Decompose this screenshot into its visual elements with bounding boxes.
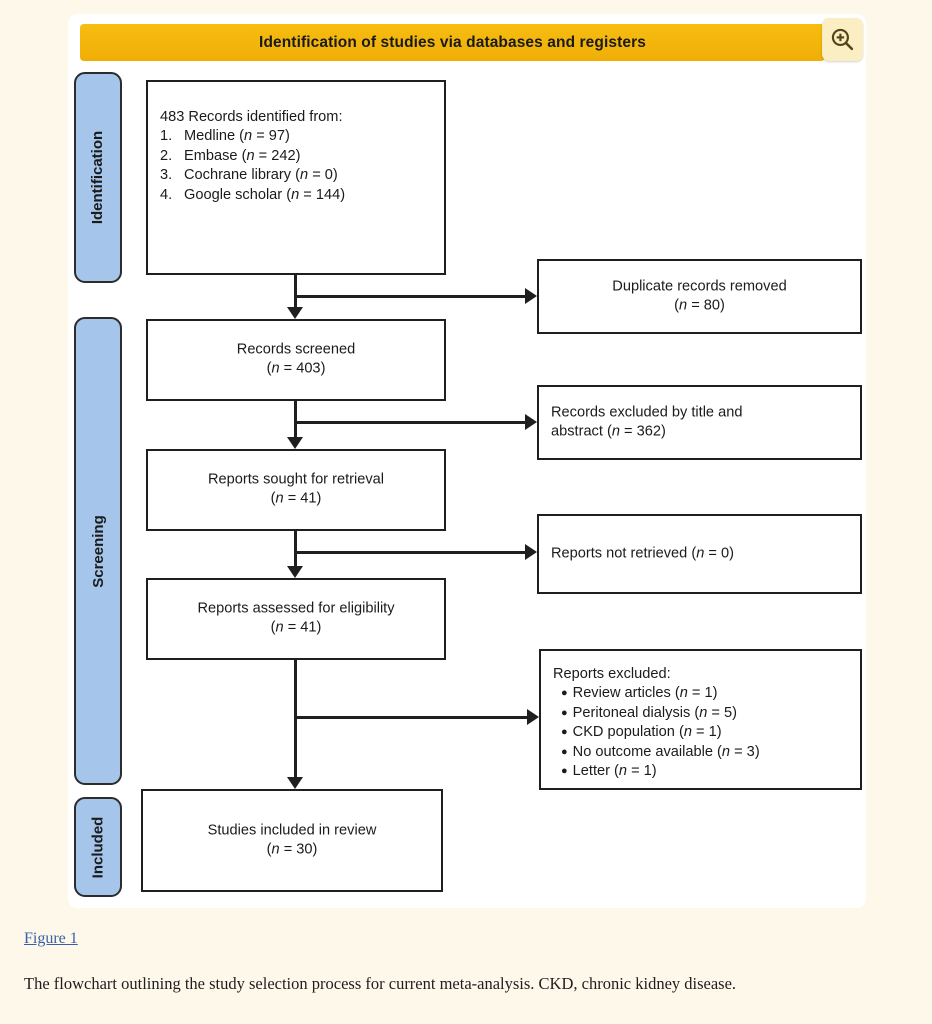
arrowhead-to-not-retrieved (525, 544, 537, 560)
source-entry: Google scholar (n = 144) (184, 186, 346, 203)
reports-excluded-reason-list: Review articles (n = 1) Peritoneal dialy… (553, 684, 850, 781)
connector-assessed-to-reports-excluded (294, 716, 528, 719)
reports-sought-count: (n = 41) (270, 491, 322, 507)
arrowhead-screened-down (287, 437, 303, 449)
connector-screened-to-excluded-ta (294, 421, 526, 424)
excluded-ta-line2: abstract (n = 362) (551, 423, 666, 440)
list-item: No outcome available (n = 3) (553, 743, 850, 762)
not-retrieved-line: Reports not retrieved (n = 0) (551, 545, 734, 562)
figure-link[interactable]: Figure 1 (24, 930, 78, 947)
source-entry: Medline (n = 97) (184, 128, 290, 145)
list-item: 4. Google scholar (n = 144) (160, 186, 434, 205)
box-studies-included: Studies included in review (n = 30) (141, 789, 443, 892)
records-screened-label: Records screened (236, 341, 356, 358)
duplicates-label: Duplicate records removed (612, 278, 787, 295)
reports-excluded-heading: Reports excluded: (553, 666, 671, 682)
stage-label-included: Included (74, 797, 122, 897)
stage-label-included-text: Included (89, 816, 107, 878)
connector-identified-to-duplicates (294, 295, 526, 298)
arrowhead-to-excluded-ta (525, 414, 537, 430)
list-item: Letter (n = 1) (553, 762, 850, 781)
list-item: 3. Cochrane library (n = 0) (160, 166, 434, 185)
studies-included-count: (n = 30) (266, 841, 318, 858)
reports-assessed-label: Reports assessed for eligibility (197, 600, 395, 617)
reports-sought-label: Reports sought for retrieval (207, 471, 385, 488)
arrowhead-assessed-down (287, 777, 303, 789)
box-reports-excluded: Reports excluded: Review articles (n = 1… (539, 649, 862, 790)
records-screened-count: (n = 403) (266, 361, 326, 377)
duplicates-count: (n = 80) (674, 297, 725, 314)
arrowhead-sought-down (287, 566, 303, 578)
banner-title: Identification of studies via databases … (259, 33, 646, 51)
records-identified-heading: 483 Records identified from: (160, 109, 343, 125)
list-item: Review articles (n = 1) (553, 684, 850, 703)
list-item: Peritoneal dialysis (n = 5) (553, 704, 850, 723)
list-item: 1. Medline (n = 97) (160, 127, 434, 146)
connector-identified-down (294, 275, 297, 311)
records-identified-source-list: 1. Medline (n = 97) 2. Embase (n = 242) … (160, 127, 434, 205)
section-header-banner: Identification of studies via databases … (80, 24, 825, 61)
box-records-screened: Records screened (n = 403) (146, 319, 446, 401)
source-index: 3. (160, 167, 173, 184)
excluded-ta-line1: Records excluded by title and (551, 404, 743, 421)
box-records-identified: 483 Records identified from: 1. Medline … (146, 80, 446, 275)
arrowhead-to-reports-excluded (527, 709, 539, 725)
source-entry: Embase (n = 242) (184, 147, 301, 164)
box-duplicate-records-removed: Duplicate records removed (n = 80) (537, 259, 862, 334)
stage-label-screening-text: Screening (89, 514, 107, 588)
list-item: 2. Embase (n = 242) (160, 147, 434, 166)
stage-label-screening: Screening (74, 317, 122, 785)
figure-caption: The flowchart outlining the study select… (24, 974, 737, 993)
reports-assessed-count: (n = 41) (270, 620, 322, 636)
list-item: CKD population (n = 1) (553, 723, 850, 742)
studies-included-label: Studies included in review (207, 822, 377, 839)
box-reports-sought: Reports sought for retrieval (n = 41) (146, 449, 446, 531)
stage-label-identification: Identification (74, 72, 122, 283)
connector-assessed-down (294, 660, 297, 778)
source-index: 4. (160, 186, 173, 203)
connector-sought-down (294, 531, 297, 567)
source-index: 2. (160, 147, 173, 164)
source-index: 1. (160, 128, 173, 145)
connector-screened-down (294, 401, 297, 437)
stage-label-identification-text: Identification (89, 130, 107, 225)
arrowhead-to-duplicates (525, 288, 537, 304)
box-reports-not-retrieved: Reports not retrieved (n = 0) (537, 514, 862, 594)
arrowhead-identified-down (287, 307, 303, 319)
box-records-excluded-title-abstract: Records excluded by title and abstract (… (537, 385, 862, 460)
magnifier-plus-icon (831, 28, 854, 51)
zoom-in-button[interactable] (822, 18, 863, 61)
box-reports-assessed: Reports assessed for eligibility (n = 41… (146, 578, 446, 660)
connector-sought-to-not-retrieved (294, 551, 526, 554)
source-entry: Cochrane library (n = 0) (184, 167, 338, 184)
